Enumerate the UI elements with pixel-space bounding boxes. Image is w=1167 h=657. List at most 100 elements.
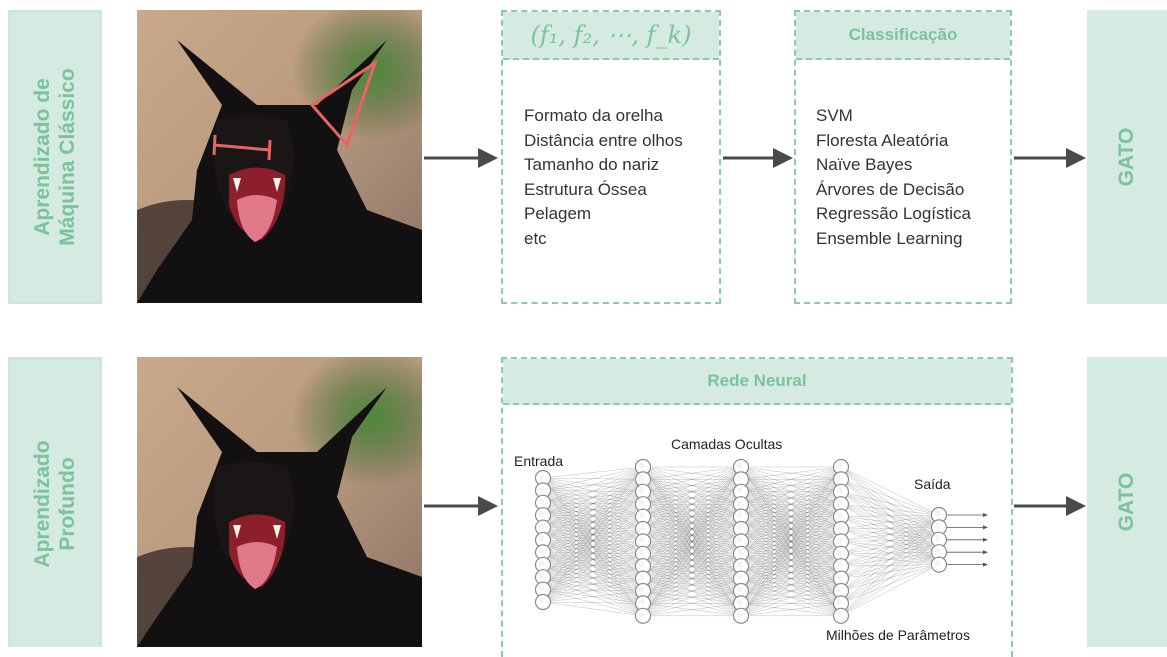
network-edge <box>542 466 644 491</box>
neuron-highlight <box>836 536 843 543</box>
arrow-photo-to-features <box>424 148 498 168</box>
network-edge <box>542 466 644 578</box>
network-edge <box>642 466 742 567</box>
network-edge <box>740 603 842 616</box>
network-edge <box>740 479 842 616</box>
network-edge <box>840 466 940 516</box>
classifier-item: Ensemble Learning <box>816 228 963 248</box>
neuron-highlight <box>538 485 545 492</box>
neuron-highlight <box>934 510 941 517</box>
arrow-classifiers-to-output <box>1014 148 1086 168</box>
network-edge <box>740 466 842 616</box>
network-edge <box>740 466 842 554</box>
output-arrowhead <box>983 562 988 567</box>
neuron-highlight <box>538 510 545 517</box>
neuron-highlight <box>836 474 843 481</box>
network-edge <box>642 466 742 592</box>
neuron-highlight <box>836 598 843 605</box>
feature-item: Pelagem <box>524 204 592 223</box>
network-edge <box>740 541 842 616</box>
classifier-item: SVM <box>816 106 853 125</box>
network-edge <box>642 466 742 616</box>
deep-output-box: GATO <box>1087 357 1167 647</box>
arrow-features-to-classifiers <box>723 148 793 168</box>
neuron-highlight <box>538 523 545 530</box>
feature-item: etc <box>524 228 547 248</box>
output-layer-label: Saída <box>914 476 951 492</box>
output-arrowhead <box>983 537 988 542</box>
network-edge <box>740 466 842 480</box>
network-edge <box>642 466 742 505</box>
network-edge <box>542 541 644 603</box>
neuron-highlight <box>836 487 843 494</box>
classic-ml-label-line1: Aprendizado de <box>31 78 54 236</box>
feature-item: Formato da orelha <box>524 106 663 125</box>
neuron-highlight <box>538 535 545 542</box>
arrow-photo-to-network <box>424 496 498 516</box>
classifier-item: Regressão Logística <box>816 204 971 223</box>
network-edge <box>840 514 940 592</box>
network-edge <box>642 466 742 604</box>
network-edge <box>740 466 842 530</box>
network-edge <box>740 466 842 492</box>
classifiers-list: SVM Floresta Aleatória Naïve Bayes Árvor… <box>816 104 971 251</box>
classifier-item: Floresta Aleatória <box>816 130 949 150</box>
neuron-highlight <box>736 512 743 519</box>
network-edge <box>642 466 742 579</box>
neuron-highlight <box>934 535 941 542</box>
neuron-highlight <box>638 586 645 593</box>
neuron-highlight <box>736 598 743 605</box>
neuron-highlight <box>638 549 645 556</box>
network-edge <box>840 514 940 517</box>
network-edge <box>542 601 644 604</box>
classic-ml-label: Aprendizado de Máquina Clássico <box>8 10 102 304</box>
neuron-highlight <box>736 499 743 506</box>
neuron-highlight <box>736 549 743 556</box>
features-header-text: (f₁, f₂, ⋯, f_k) <box>530 21 692 49</box>
neuron-highlight <box>736 487 743 494</box>
network-edge <box>740 566 842 616</box>
network-edge <box>840 514 940 554</box>
neuron-highlight <box>736 462 743 469</box>
network-edge <box>542 466 644 516</box>
classic-output-label: GATO <box>1115 127 1138 187</box>
network-edge <box>740 553 842 616</box>
network-edge <box>840 514 940 530</box>
neuron-highlight <box>638 574 645 581</box>
neuron-highlight <box>836 524 843 531</box>
neuron-highlight <box>934 547 941 554</box>
network-edge <box>542 466 644 479</box>
feature-item: Estrutura Óssea <box>524 179 647 199</box>
network-edge <box>642 553 742 616</box>
neuron-highlight <box>638 499 645 506</box>
neuron-highlight <box>836 586 843 593</box>
network-edge <box>840 552 940 616</box>
neuron-highlight <box>638 512 645 519</box>
network-edge <box>642 578 742 616</box>
neural-network-diagram: Entrada Camadas Ocultas Saída Milhões de… <box>514 436 988 643</box>
neuron-highlight <box>736 611 743 618</box>
neuron-highlight <box>638 487 645 494</box>
network-edge <box>642 528 742 616</box>
deep-learning-label: Aprendizado Profundo <box>8 357 102 647</box>
deep-learning-label-line1: Aprendizado <box>31 439 54 568</box>
neuron-highlight <box>736 574 743 581</box>
neuron-highlight <box>638 561 645 568</box>
network-edge <box>740 516 842 616</box>
features-list: Formato da orelha Distância entre olhos … <box>524 104 683 251</box>
classifier-item: Naïve Bayes <box>816 155 913 174</box>
network-edge <box>740 528 842 616</box>
parameters-label: Milhões de Parâmetros <box>826 627 970 643</box>
neural-network-box: Rede Neural Entrada Camadas Ocultas Saíd… <box>501 357 1013 657</box>
neural-network-header: Rede Neural <box>503 359 1011 405</box>
neuron-highlight <box>736 536 743 543</box>
neuron-highlight <box>736 474 743 481</box>
output-arrowhead <box>983 525 988 530</box>
features-box: (f₁, f₂, ⋯, f_k) Formato da orelha Distâ… <box>501 10 721 304</box>
features-header: (f₁, f₂, ⋯, f_k) <box>503 12 719 60</box>
output-arrowhead <box>983 513 988 517</box>
network-edge <box>542 466 644 553</box>
output-arrowhead <box>983 550 988 555</box>
network-edge <box>840 514 940 616</box>
network-edge <box>542 504 644 603</box>
